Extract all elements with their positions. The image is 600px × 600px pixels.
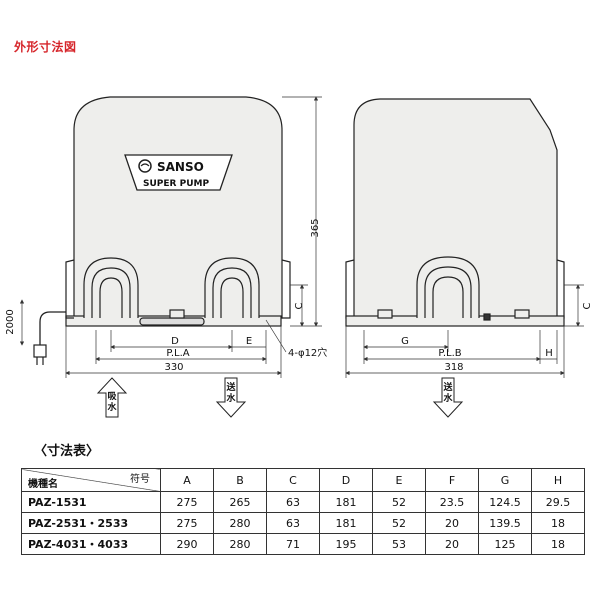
column-header: B	[213, 468, 267, 492]
discharge-side-label: 送水	[442, 381, 453, 404]
table-row: PAZ-2531・2533 275 280 63 181 52 20 139.5…	[21, 512, 585, 534]
table-cell: 195	[319, 533, 373, 555]
dim-plb: P.L.B	[438, 348, 461, 359]
corner-top-label: 符号	[130, 474, 150, 485]
table-cell: 280	[213, 512, 267, 534]
column-header: H	[531, 468, 585, 492]
power-plug	[33, 344, 47, 358]
front-port-right	[204, 257, 260, 318]
model-cell: PAZ-2531・2533	[21, 512, 161, 534]
table-title: 〈寸法表〉	[34, 444, 100, 459]
dim-c-left: C	[294, 302, 305, 309]
side-body	[353, 98, 558, 319]
suction-char-2: 水	[107, 401, 117, 413]
table-cell: 53	[372, 533, 426, 555]
suction-arrow	[96, 377, 128, 418]
column-header: A	[160, 468, 214, 492]
model-cell: PAZ-4031・4033	[21, 533, 161, 555]
power-cord	[39, 311, 66, 345]
dimension-table: 符号 機種名 A B C D E F G H PAZ-1531 275 265 …	[21, 468, 585, 555]
table-row: PAZ-1531 275 265 63 181 52 23.5 124.5 29…	[21, 491, 585, 513]
table-cell: 18	[531, 512, 585, 534]
side-port	[416, 256, 480, 318]
table-cell: 29.5	[531, 491, 585, 513]
front-view: SANSO SUPER PUMP	[33, 96, 291, 365]
dim-cord: 2000	[5, 309, 16, 334]
table-cell: 71	[266, 533, 320, 555]
dim-d: D	[171, 336, 179, 347]
dim-height: 365	[310, 218, 321, 237]
column-header: D	[319, 468, 373, 492]
suction-char-1: 吸	[107, 391, 117, 402]
table-header-row: 符号 機種名 A B C D E F G H	[21, 468, 585, 492]
sanso-logo: SANSO SUPER PUMP	[124, 154, 233, 191]
column-header: F	[425, 468, 479, 492]
table-cell: 181	[319, 491, 373, 513]
column-header: E	[372, 468, 426, 492]
table-cell: 63	[266, 512, 320, 534]
table-cell: 52	[372, 491, 426, 513]
table-cell: 63	[266, 491, 320, 513]
dim-g: G	[401, 336, 409, 347]
dim-c-right: C	[582, 302, 593, 309]
side-view	[345, 98, 565, 327]
table-cell: 265	[213, 491, 267, 513]
table-cell: 275	[160, 491, 214, 513]
discharge-front-arrow	[215, 377, 247, 418]
table-cell: 20	[425, 512, 479, 534]
page-title: 外形寸法図	[14, 40, 77, 54]
table-cell: 125	[478, 533, 532, 555]
model-cell: PAZ-1531	[21, 491, 161, 513]
table-cell: 52	[372, 512, 426, 534]
table-cell: 20	[425, 533, 479, 555]
table-cell: 124.5	[478, 491, 532, 513]
table-row: PAZ-4031・4033 290 280 71 195 53 20 125 1…	[21, 533, 585, 555]
table-cell: 23.5	[425, 491, 479, 513]
table-cell: 275	[160, 512, 214, 534]
dim-h: H	[545, 348, 553, 359]
dim-hole: 4-φ12穴	[288, 346, 327, 359]
dim-e: E	[246, 336, 252, 347]
suction-label: 吸水	[107, 391, 117, 413]
dim-width-left: 330	[164, 362, 183, 373]
discharge-side-arrow	[432, 377, 464, 418]
table-corner-cell: 符号 機種名	[21, 468, 161, 492]
table-cell: 181	[319, 512, 373, 534]
column-header: C	[266, 468, 320, 492]
dim-width-right: 318	[444, 362, 463, 373]
corner-bottom-label: 機種名	[28, 479, 58, 490]
front-port-left	[83, 257, 139, 318]
table-cell: 290	[160, 533, 214, 555]
pump-dimension-drawing: SANSO SUPER PUMP	[5, 96, 593, 418]
logo-text: SANSO	[157, 160, 204, 174]
column-header: G	[478, 468, 532, 492]
discharge-front-label: 送水	[225, 381, 236, 404]
table-cell: 280	[213, 533, 267, 555]
table-cell: 18	[531, 533, 585, 555]
logo-subtext: SUPER PUMP	[143, 179, 209, 189]
table-cell: 139.5	[478, 512, 532, 534]
dim-pla: P.L.A	[166, 348, 189, 359]
